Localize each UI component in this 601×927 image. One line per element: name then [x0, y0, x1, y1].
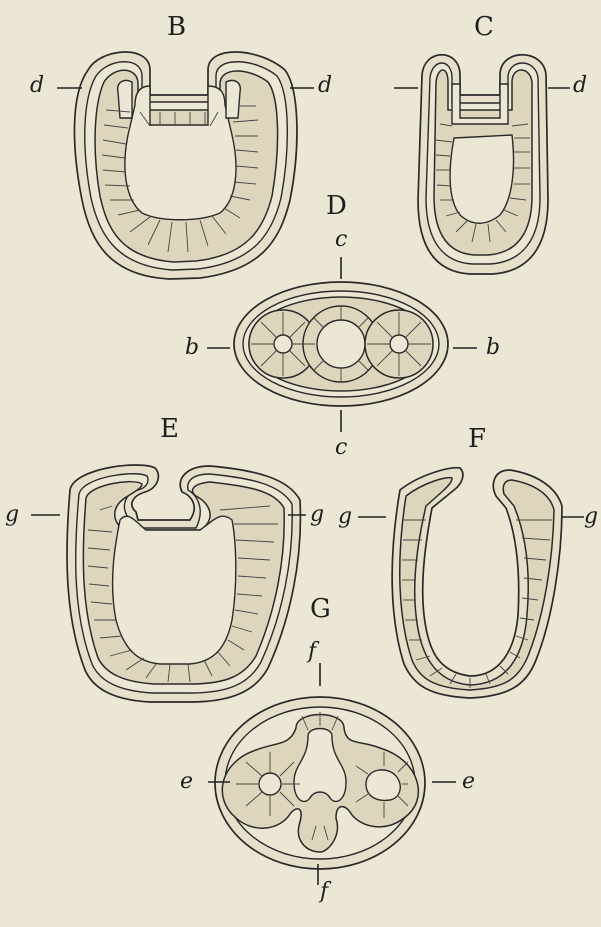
- panel-b-neural-fold-right: [226, 80, 240, 118]
- panel-e-label-g-right: g: [310, 502, 324, 527]
- panel-d-label-c-top: c: [335, 227, 347, 252]
- panel-g-label-f-bottom: f: [318, 879, 332, 904]
- panel-g-letter: G: [310, 594, 331, 624]
- panel-e-archenteron: [113, 516, 236, 664]
- panel-g-label-e-right: e: [462, 769, 475, 794]
- panel-d-label-b-left: b: [185, 335, 199, 360]
- panel-g-right-lumen: [366, 770, 400, 800]
- panel-b-label-d-right: d: [318, 73, 332, 98]
- panel-g-left-lumen: [259, 773, 281, 795]
- panel-b-letter: B: [167, 12, 186, 42]
- panel-c-letter: C: [474, 12, 494, 42]
- panel-d-label-b-right: b: [486, 335, 500, 360]
- panel-e: E g g: [5, 414, 324, 702]
- panel-f-label-g-left: g: [338, 504, 352, 529]
- panel-f-label-g-right: g: [584, 504, 598, 529]
- panel-c-label-d-right: d: [573, 73, 587, 98]
- panel-f-letter: F: [468, 424, 486, 454]
- panel-g-label-e-left: e: [180, 769, 193, 794]
- panel-d-label-c-bottom: c: [335, 435, 347, 460]
- panel-e-label-g-left: g: [5, 502, 19, 527]
- panel-b-label-d-left: d: [30, 73, 44, 98]
- panel-e-letter: E: [160, 414, 179, 444]
- panel-f: F g g: [338, 424, 598, 698]
- panel-c: C d: [394, 12, 587, 274]
- panel-c-archenteron: [450, 135, 513, 223]
- panel-d-letter: D: [326, 191, 347, 221]
- panel-g-label-f-top: f: [306, 639, 320, 664]
- panel-b: B d d: [30, 12, 332, 279]
